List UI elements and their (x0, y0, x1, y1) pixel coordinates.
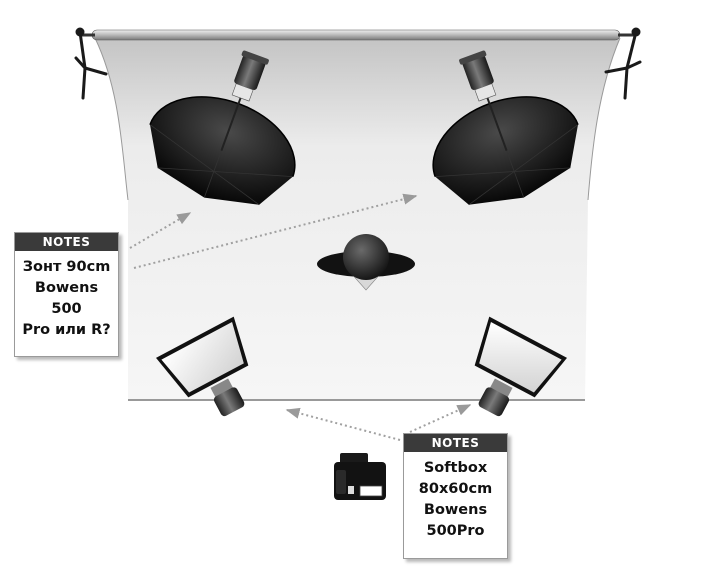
softbox-light (156, 316, 249, 417)
light-stand (74, 27, 108, 100)
light-stand (604, 27, 642, 100)
umbrella-light (432, 50, 579, 206)
note-text: Softbox 80x60cm Bowens 500Pro (404, 452, 507, 542)
umbrella-light (149, 50, 296, 206)
umbrella-note-arrows (129, 193, 418, 269)
softbox-note: NOTES Softbox 80x60cm Bowens 500Pro (403, 433, 508, 559)
note-text: Зонт 90cm Bowens 500 Pro или R? (15, 251, 118, 341)
note-line: Pro или R? (22, 322, 111, 338)
note-line: Softbox (423, 460, 488, 476)
note-header: NOTES (404, 434, 507, 452)
umbrella-note: NOTES Зонт 90cm Bowens 500 Pro или R? (14, 232, 119, 357)
note-line: 500 (51, 301, 82, 317)
note-header: NOTES (15, 233, 118, 251)
note-line: Зонт 90cm (22, 259, 111, 275)
backdrop-bar (80, 29, 635, 41)
subject-person (317, 234, 415, 291)
note-line: Bowens (34, 280, 99, 296)
note-line: Bowens (423, 502, 488, 518)
softbox-note-arrows (285, 404, 472, 441)
note-line: 80x60cm (418, 481, 493, 497)
note-line: 500Pro (426, 523, 485, 539)
camera-icon (334, 453, 386, 500)
softbox-light (474, 316, 567, 417)
